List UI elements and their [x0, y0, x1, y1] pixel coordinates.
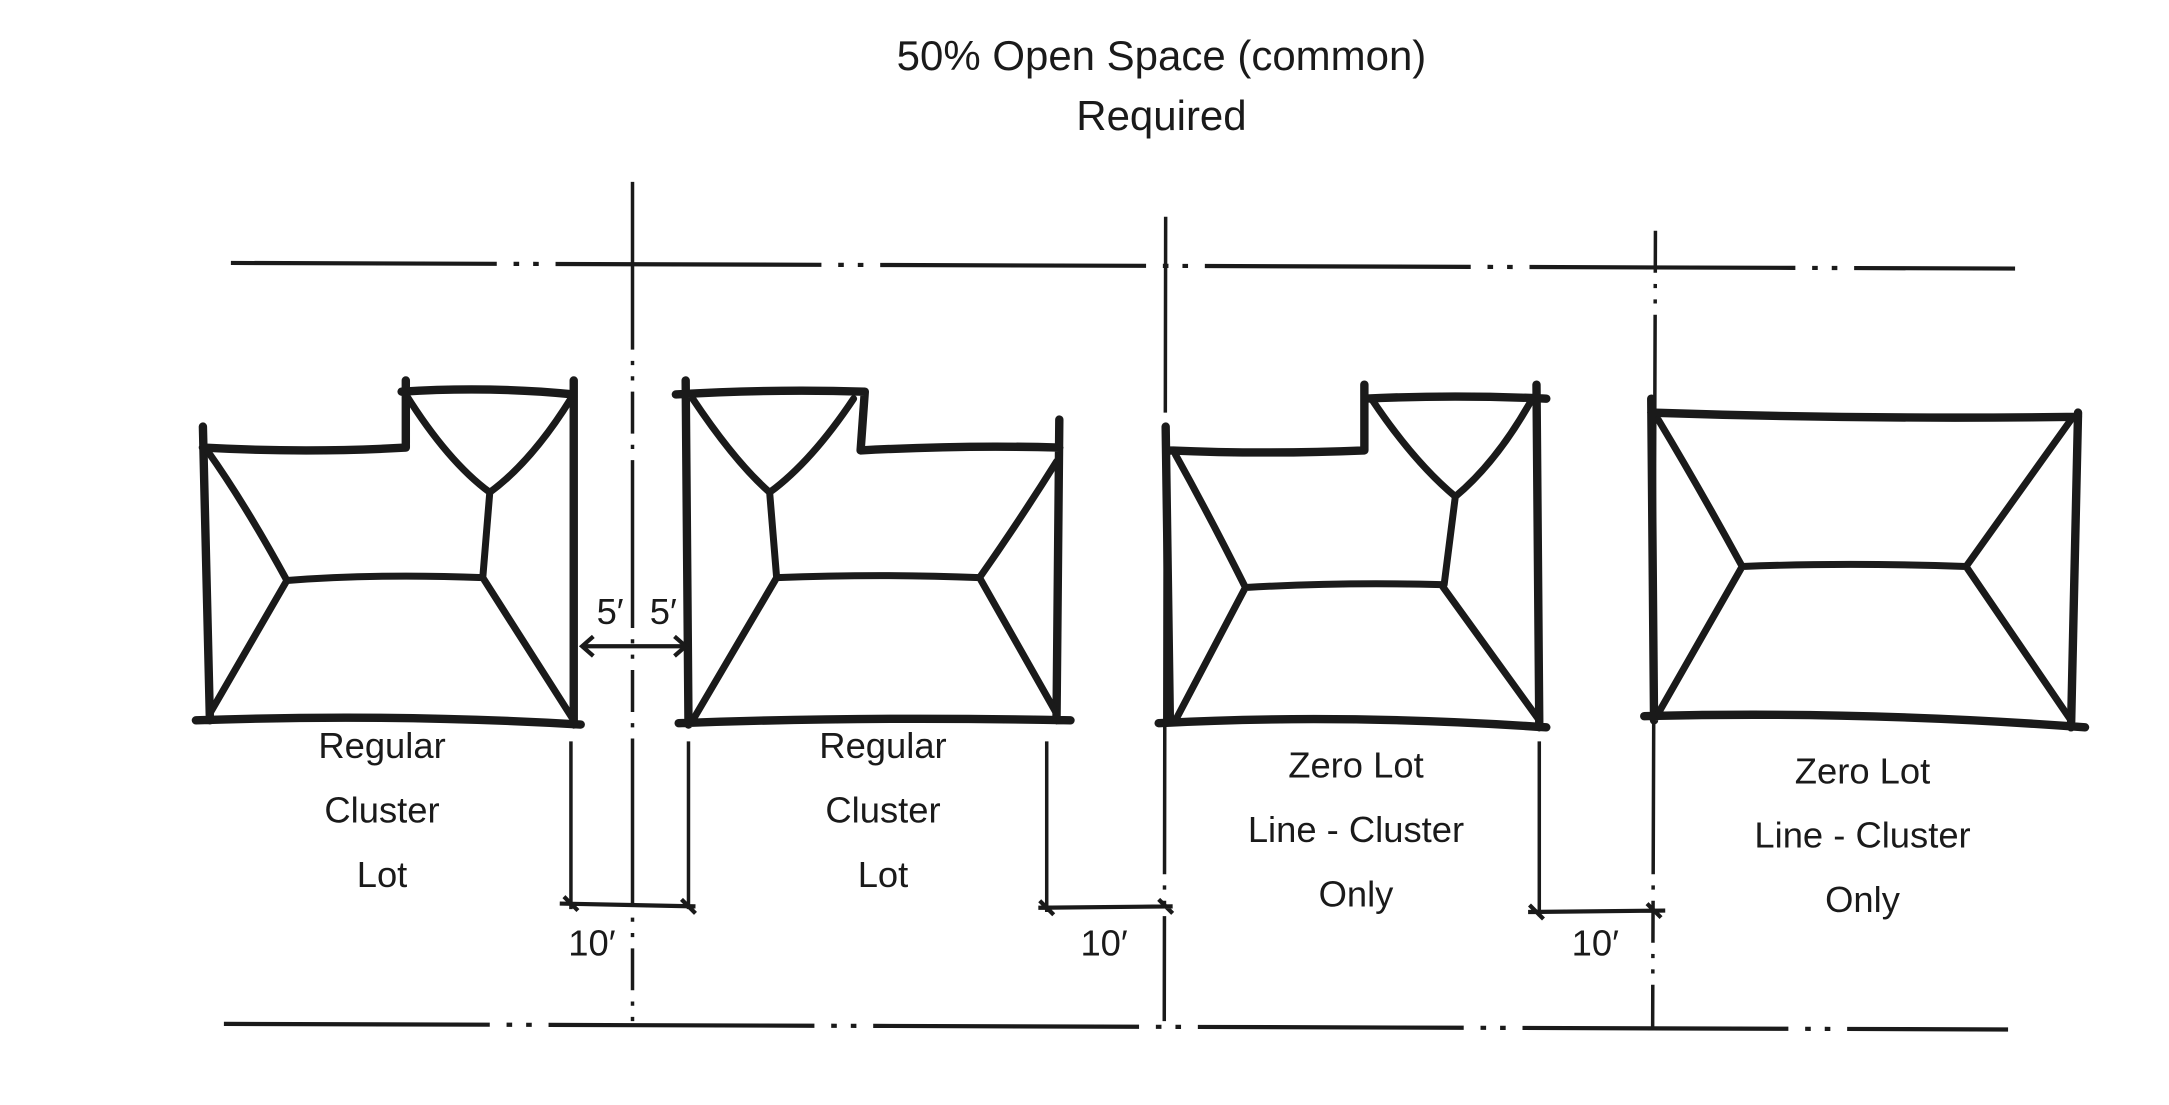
side-setback-dimension: 5′ 5′: [578, 591, 689, 658]
lot-label-line: Lot: [357, 854, 408, 895]
front-lot-line: [230, 260, 2016, 271]
separation-dimension-3: 10′: [1528, 741, 1666, 963]
lot-label-line: Line - Cluster: [1248, 809, 1464, 850]
rear-lot-line: [223, 1021, 2009, 1032]
lot-label-2: Regular Cluster Lot: [819, 725, 946, 895]
lot-label-1: Regular Cluster Lot: [318, 725, 445, 895]
title-line-2: Required: [1076, 92, 1246, 139]
lot-label-4: Zero Lot Line - Cluster Only: [1754, 750, 1970, 920]
separation-label: 10′: [1080, 922, 1127, 963]
lot-label-line: Zero Lot: [1795, 750, 1930, 791]
separation-dimension-1: 10′: [559, 741, 697, 963]
separation-dimension-2: 10′: [1038, 741, 1175, 963]
lot-label-line: Line - Cluster: [1754, 815, 1970, 856]
house-1-roof-plan: [191, 376, 585, 729]
lot-label-line: Only: [1825, 879, 1901, 920]
lot-label-line: Regular: [318, 725, 445, 766]
title-line-1: 50% Open Space (common): [897, 32, 1427, 79]
setback-label-right: 5′: [650, 591, 677, 632]
lot-label-line: Regular: [819, 725, 946, 766]
separation-label: 10′: [568, 922, 615, 963]
house-2-roof-plan: [671, 376, 1075, 729]
lot-label-line: Lot: [858, 854, 909, 895]
house-3-roof-plan: [1154, 380, 1551, 732]
separation-label: 10′: [1572, 922, 1619, 963]
lot-label-3: Zero Lot Line - Cluster Only: [1248, 745, 1464, 915]
lot-label-line: Zero Lot: [1288, 745, 1423, 786]
setback-label-left: 5′: [597, 591, 624, 632]
house-4-roof-plan: [1640, 394, 2090, 732]
lot-label-line: Cluster: [324, 789, 439, 830]
lot-label-line: Only: [1319, 873, 1395, 914]
lot-label-line: Cluster: [825, 789, 940, 830]
